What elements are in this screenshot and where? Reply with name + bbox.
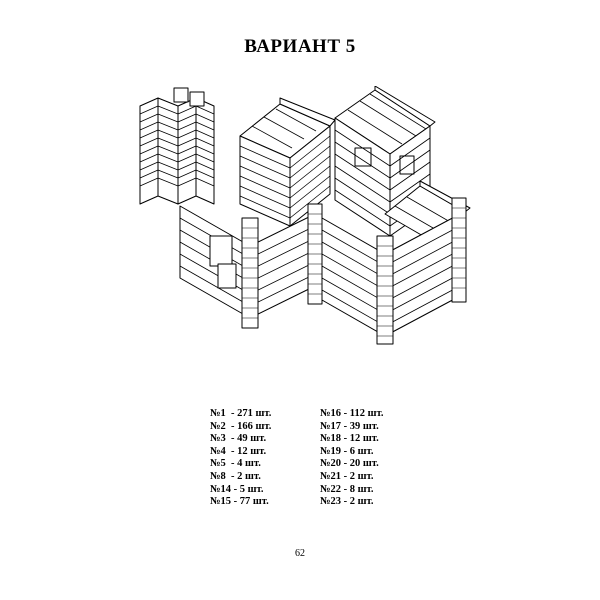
page-number: 62 [295, 548, 305, 559]
part-item: №15 - 77 шт. [210, 496, 269, 508]
part-item: №23 - 2 шт. [320, 496, 374, 508]
part-item: №19 - 6 шт. [320, 445, 374, 457]
part-item: №18 - 12 шт. [320, 433, 379, 445]
part-item: №17 - 39 шт. [320, 420, 379, 432]
part-item: №2 - 166 шт. [210, 420, 272, 432]
parts-list-right: №16 - 112 шт. №17 - 39 шт. №18 - 12 шт. … [320, 408, 383, 509]
part-item: №1 - 271 шт. [210, 408, 272, 419]
part-item: №4 - 12 шт. [210, 445, 267, 457]
part-item: №22 - 8 шт. [320, 483, 374, 495]
part-item: №3 - 49 шт. [210, 433, 267, 445]
part-item: №16 - 112 шт. [320, 408, 384, 419]
log-fortress-drawing [139, 86, 471, 345]
part-item: №20 - 20 шт. [320, 458, 379, 470]
page-title: ВАРИАНТ 5 [244, 36, 356, 57]
part-item: №21 - 2 шт. [320, 470, 374, 482]
parts-list-left: №1 - 271 шт. №2 - 166 шт. №3 - 49 шт. №4… [210, 408, 271, 509]
part-item: №14 - 5 шт. [210, 483, 264, 495]
part-item: №5 - 4 шт. [210, 458, 261, 470]
part-item: №8 - 2 шт. [210, 470, 261, 482]
